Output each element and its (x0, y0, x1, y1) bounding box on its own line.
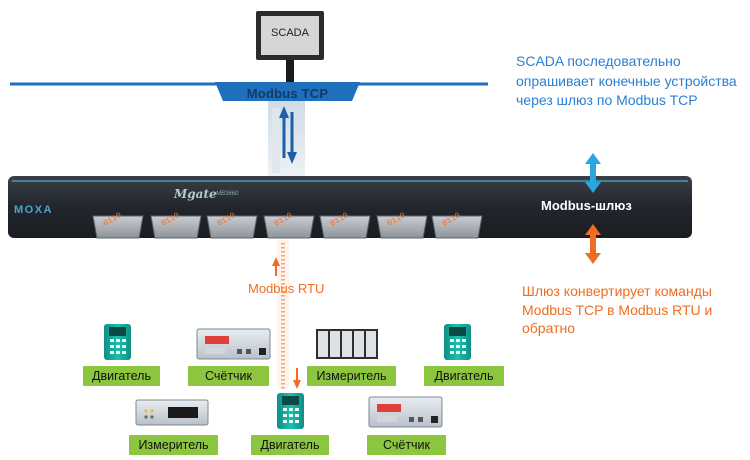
gateway-port-1 (92, 215, 144, 239)
device-instrument-1 (316, 329, 378, 359)
device-label-motor-1: Двигатель (83, 366, 160, 386)
modbus-rtu-label: Modbus RTU (248, 281, 325, 296)
orange-double-arrow (585, 224, 601, 264)
tcp-link-arrows (268, 101, 305, 178)
gateway-port-3 (206, 215, 258, 239)
scada-monitor (256, 11, 324, 82)
device-meter-1 (196, 328, 271, 360)
device-label-instrument-1: Измеритель (307, 366, 396, 386)
device-motor-2 (444, 324, 471, 360)
device-label-meter-1: Счётчик (188, 366, 269, 386)
gateway-port-2 (150, 215, 202, 239)
modbus-tcp-label: Modbus TCP (246, 86, 329, 101)
device-label-motor-3: Двигатель (251, 435, 329, 455)
gateway-label: Modbus-шлюз (541, 198, 632, 213)
device-motor-3 (277, 393, 304, 429)
device-label-motor-2: Двигатель (424, 366, 504, 386)
device-meter-2 (368, 396, 443, 428)
device-label-meter-2: Счётчик (367, 435, 446, 455)
gateway-model-number: MB3660 (216, 191, 239, 197)
modbus-tcp-network (10, 82, 488, 101)
device-motor-1 (104, 324, 131, 360)
scada-polling-note: SCADA последовательно опрашивает конечны… (516, 53, 737, 108)
gateway-port-7 (431, 215, 483, 239)
mgate-product-logo: Mgate (174, 187, 217, 201)
gateway-port-6 (376, 215, 428, 239)
gateway-conversion-note: Шлюз конвертирует команды Modbus TCP в M… (522, 283, 713, 336)
gateway-port-4 (263, 215, 315, 239)
device-instrument-2 (135, 399, 209, 426)
rtu-link (272, 240, 301, 390)
device-label-instrument-2: Измеритель (129, 435, 218, 455)
moxa-logo: MOXA (14, 204, 53, 216)
scada-screen-label: SCADA (271, 27, 309, 39)
blue-double-arrow (585, 153, 601, 193)
gateway-port-5 (319, 215, 371, 239)
